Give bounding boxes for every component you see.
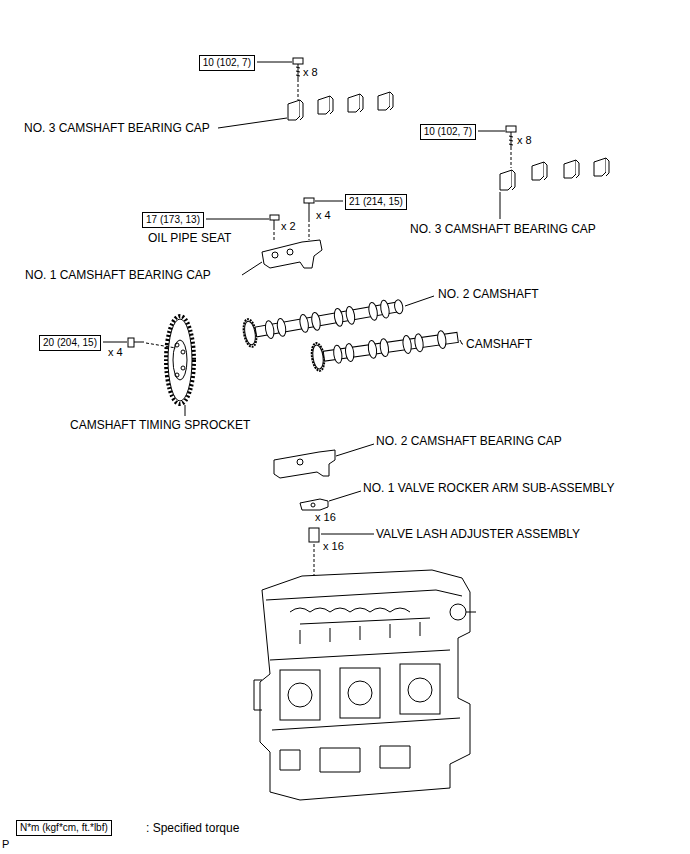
- leader-line: [218, 118, 287, 128]
- leader-line: [242, 262, 262, 275]
- quantity-label: x 4: [108, 346, 123, 359]
- quantity-label: x 16: [323, 540, 344, 553]
- part-label: NO. 1 VALVE ROCKER ARM SUB-ASSEMBLY: [363, 481, 614, 495]
- leader-line: [185, 405, 186, 416]
- leader-line: [206, 219, 269, 220]
- quantity-label: P: [2, 838, 9, 851]
- bearing-cap-no1: [262, 240, 322, 268]
- bearing-cap-no2: [274, 450, 335, 478]
- torque-value: 20 (204, 15): [43, 337, 97, 349]
- leader-line: [315, 201, 343, 202]
- bearing-caps: [500, 158, 609, 190]
- leader-line: [329, 491, 361, 501]
- bolt: [293, 58, 303, 100]
- torque-box: 10 (102, 7): [199, 55, 255, 71]
- leader-line: [257, 62, 292, 63]
- torque-box: 10 (102, 7): [420, 124, 476, 140]
- quantity-label: x 16: [315, 511, 336, 524]
- torque-value: 10 (102, 7): [203, 57, 251, 69]
- bolt: [506, 126, 516, 168]
- bolt: [270, 215, 279, 242]
- unit-key-box: N*m (kgf*cm, ft.*lbf): [16, 820, 112, 836]
- torque-value: N*m (kgf*cm, ft.*lbf): [20, 822, 108, 834]
- part-label: CAMSHAFT TIMING SPROCKET: [70, 418, 250, 432]
- leader-line: [478, 131, 505, 132]
- leader-line: [500, 192, 501, 219]
- part-label: NO. 3 CAMSHAFT BEARING CAP: [24, 121, 210, 135]
- torque-value: 10 (102, 7): [424, 126, 472, 138]
- torque-box: 21 (214, 15): [345, 194, 407, 210]
- bolt: [304, 198, 314, 240]
- leader-line: [103, 342, 127, 343]
- leader-line: [405, 296, 434, 306]
- leader-line: [460, 340, 462, 344]
- part-label: NO. 2 CAMSHAFT BEARING CAP: [376, 434, 562, 448]
- leader-line: [336, 444, 374, 456]
- torque-value: 21 (214, 15): [349, 196, 403, 208]
- rocker-arm: [300, 499, 328, 510]
- engine-block: [254, 570, 476, 800]
- part-label: NO. 1 CAMSHAFT BEARING CAP: [25, 268, 211, 282]
- leader-line: [321, 534, 374, 535]
- part-label: CAMSHAFT: [466, 337, 532, 351]
- quantity-label: x 8: [517, 134, 532, 147]
- part-label: OIL PIPE SEAT: [148, 231, 231, 245]
- camshaft: [310, 324, 459, 372]
- quantity-label: x 8: [303, 66, 318, 79]
- part-label: VALVE LASH ADJUSTER ASSEMBLY: [376, 527, 580, 541]
- part-label: NO. 2 CAMSHAFT: [438, 287, 539, 301]
- part-label: NO. 3 CAMSHAFT BEARING CAP: [410, 222, 596, 236]
- quantity-label: x 4: [316, 209, 331, 222]
- timing-sprocket: [166, 316, 194, 404]
- torque-box: 20 (204, 15): [39, 335, 101, 351]
- camshaft: [242, 292, 405, 348]
- bolt: [128, 338, 176, 348]
- torque-box: 17 (173, 13): [142, 212, 204, 228]
- torque-value: 17 (173, 13): [146, 214, 200, 226]
- part-label: : Specified torque: [146, 821, 239, 835]
- quantity-label: x 2: [281, 220, 296, 233]
- bearing-caps: [288, 92, 393, 120]
